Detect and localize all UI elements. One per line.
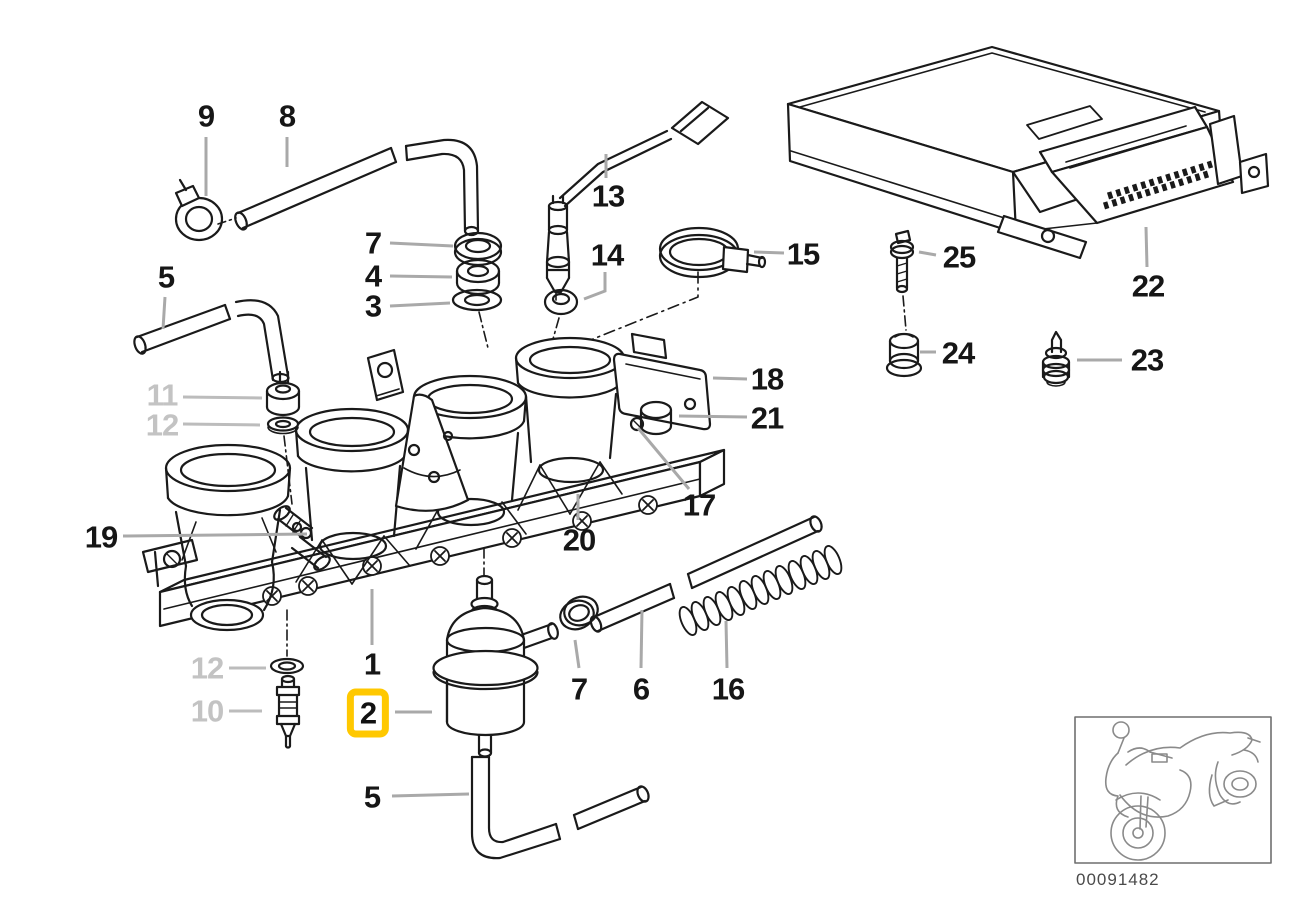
leader-line-4 [389,274,453,279]
mirror-icon [1112,721,1130,739]
leader-line-7 [573,639,581,669]
nut-11-washer-12-drawing [265,370,301,435]
motorcycle-thumbnail [1074,716,1272,864]
part-label-24[interactable]: 24 [941,335,975,371]
part-label-8[interactable]: 8 [278,98,296,134]
washer-stack-7-4-3-drawing [451,231,503,349]
part-label-5[interactable]: 5 [157,259,175,295]
part-label-9[interactable]: 9 [197,98,215,134]
cable-bracket [366,348,405,402]
part-label-1[interactable]: 1 [363,646,381,682]
hose-clamp-15-drawing [587,226,767,342]
sensor-13-drawing [545,100,730,301]
tps-18 [612,332,712,431]
part-label-17[interactable]: 17 [682,487,716,523]
valve-23-drawing [1041,330,1071,387]
leader-line-3 [389,301,451,308]
part-label-13[interactable]: 13 [591,178,625,214]
screw-25-drawing [889,229,915,331]
hose-clamp-7-bottom-drawing [559,595,599,631]
part-label-18[interactable]: 18 [750,361,784,397]
leader-line-14 [583,272,607,301]
hose-6-drawing [589,515,823,633]
part-label-7[interactable]: 7 [364,225,382,261]
leader-line-11 [182,395,263,400]
leader-line-18 [712,376,748,381]
hose-8-drawing [234,138,480,237]
stud-21 [639,400,673,436]
part-label-4[interactable]: 4 [364,258,382,294]
part-label-22[interactable]: 22 [1131,268,1165,304]
washer-12-injector-10-drawing [269,657,305,749]
hose-5-bottom-drawing [470,755,650,860]
leader-line-21 [678,414,748,419]
part-label-16[interactable]: 16 [711,671,745,707]
leader-line-19 [122,532,308,538]
fuel-fitting-19 [273,505,331,571]
leader-line-22 [1144,226,1149,268]
part-label-2-selected[interactable]: 2 [346,688,390,738]
leader-line-17 [636,427,691,490]
throttle-cam-plate [394,393,470,512]
part-label-7[interactable]: 7 [570,671,588,707]
leader-line-16 [724,620,729,669]
throttle-body-1 [164,443,292,632]
leader-line-5 [161,296,167,330]
ecu-22-drawing [786,45,1270,260]
part-label-12[interactable]: 12 [190,650,224,686]
leader-line-7 [389,241,454,248]
leader-line-5 [391,792,470,798]
part-label-21[interactable]: 21 [750,400,784,436]
leader-line-15 [753,250,785,255]
tps-screw-17 [629,416,645,432]
hose-clamp-9-drawing [174,178,237,242]
part-label-20[interactable]: 20 [562,522,596,558]
part-label-10[interactable]: 10 [190,693,224,729]
part-label-14[interactable]: 14 [590,237,624,273]
leader-line-25 [918,250,937,257]
part-label-25[interactable]: 25 [942,239,976,275]
throttle-assembly-drawing [141,332,726,657]
leader-line-12 [182,422,261,427]
spring-16-drawing [678,545,843,636]
diagram-id-code: 00091482 [1076,870,1160,889]
fuel-filter-2-drawing [432,574,559,758]
part-label-6[interactable]: 6 [632,671,650,707]
part-label-23[interactable]: 23 [1130,342,1164,378]
part-label-3[interactable]: 3 [364,288,382,324]
cap-24-drawing [885,332,923,378]
part-label-11[interactable]: 11 [146,377,179,413]
part-label-12[interactable]: 12 [145,407,179,443]
part-label-19[interactable]: 19 [84,519,118,555]
part-label-15[interactable]: 15 [786,236,820,272]
leader-line-6 [639,609,644,669]
part-label-5[interactable]: 5 [363,779,381,815]
